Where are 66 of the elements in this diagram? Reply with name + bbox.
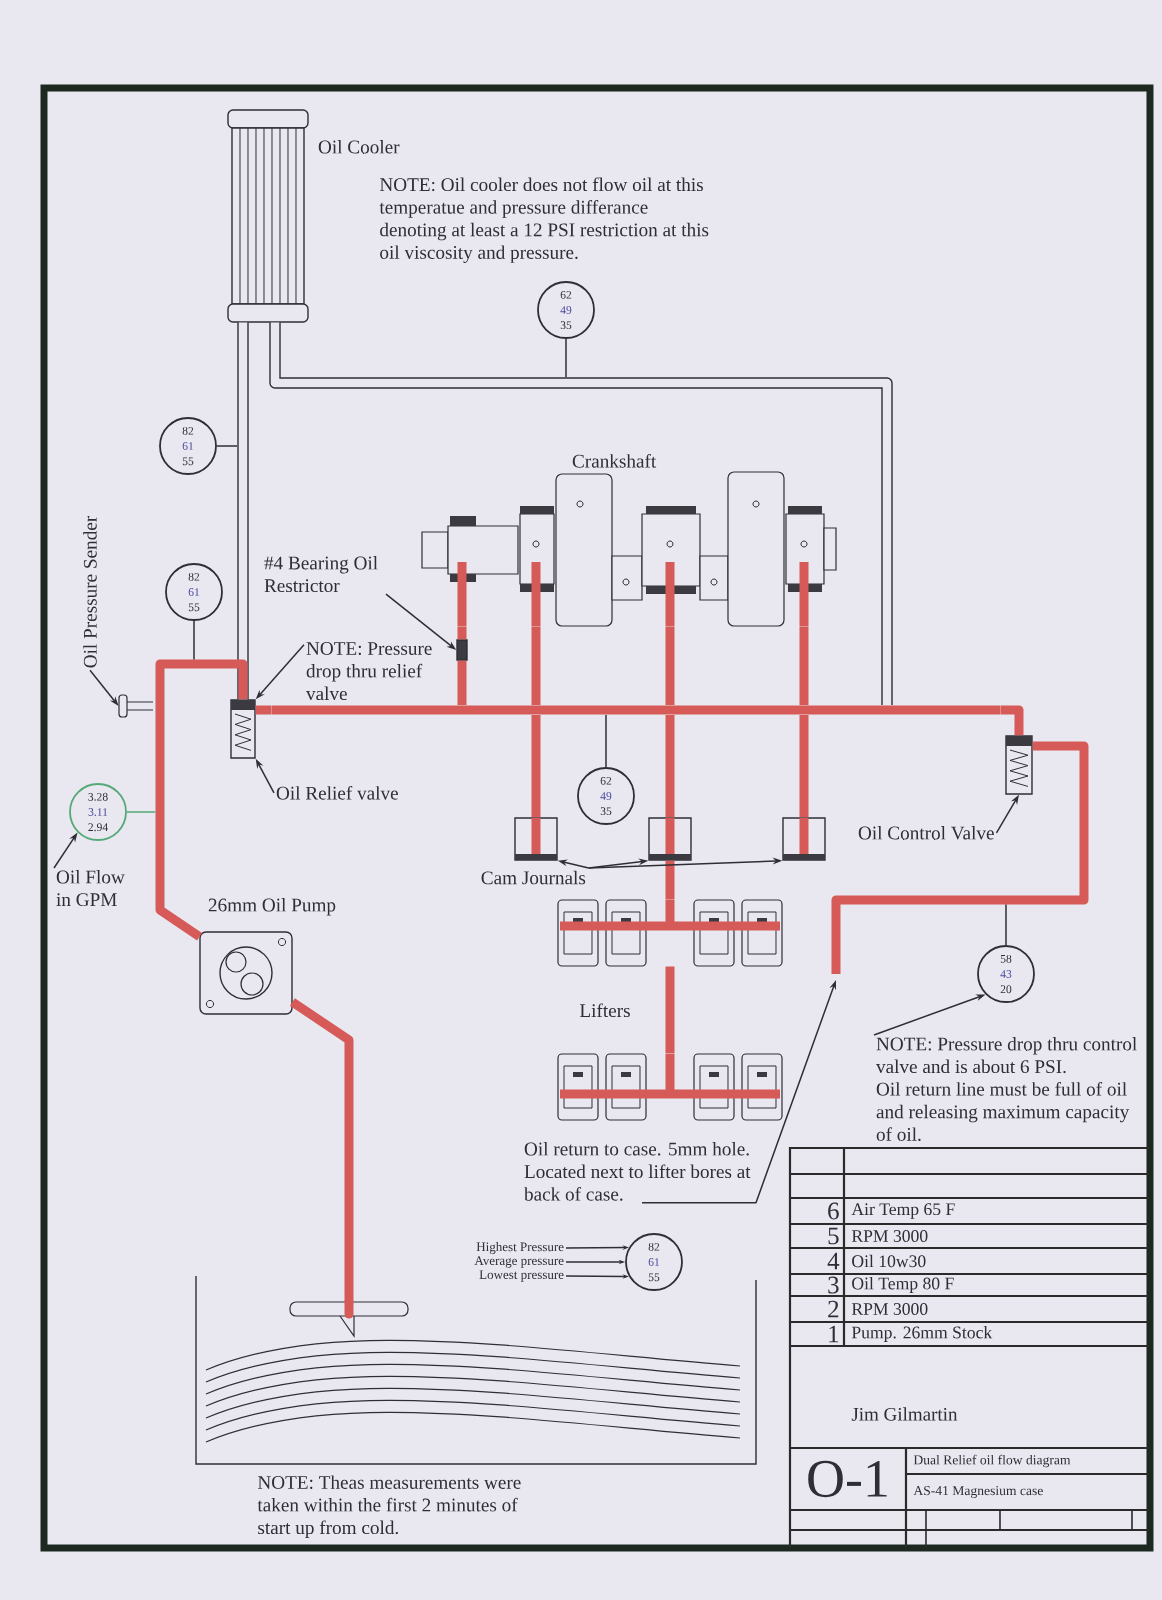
gauge-stem <box>1005 903 1007 946</box>
callout-text: Cam Journals <box>481 870 586 885</box>
gauge-stem <box>565 338 567 378</box>
control-valve <box>1005 735 1033 795</box>
relief-valve <box>230 699 256 759</box>
restrictor <box>456 639 468 661</box>
part-label: Oil Cooler <box>318 140 400 154</box>
lifter-row <box>555 895 785 967</box>
oil-line <box>155 659 248 941</box>
note-text: NOTE: Theas measurements were taken within the first 2 minutes of start up from cold. <box>257 1475 521 1538</box>
oil-cooler <box>227 109 309 323</box>
part-label: 26mm Oil Pump <box>208 898 336 916</box>
part-label: Crankshaft <box>572 454 657 468</box>
note-text: NOTE: Pressure drop thru relief valve <box>306 642 432 701</box>
part-label: Lifters <box>579 1003 630 1018</box>
oil-pump <box>199 931 293 1015</box>
gauge-stem <box>605 714 607 768</box>
row-number: 2 <box>828 1300 839 1318</box>
callout-text: #4 Bearing Oil Restrictor <box>264 556 378 593</box>
oil-line <box>665 966 675 1054</box>
oil-line <box>665 860 675 900</box>
row-number: 1 <box>829 1325 839 1343</box>
double-pipe <box>237 322 249 700</box>
spec-text: RPM 3000 <box>851 1303 928 1315</box>
row-number: 6 <box>828 1202 839 1220</box>
oil-pickup <box>289 1297 409 1338</box>
cam-journal <box>648 817 692 861</box>
row-number: 4 <box>827 1252 840 1270</box>
row-number: 5 <box>828 1227 839 1245</box>
note-text: NOTE: Oil cooler does not flow oil at this temperatue and pressure differance denoting at least a 12 PSI restriction at this oil viscosity and pressure. <box>379 177 709 263</box>
callout-text: Oil Control Valve <box>858 826 994 840</box>
oil-line <box>531 714 541 818</box>
double-pipe <box>269 322 893 706</box>
oil-line <box>665 714 675 818</box>
oil-line <box>799 626 809 706</box>
cam-journal <box>782 817 826 861</box>
oil-line <box>665 626 675 706</box>
oil-line <box>457 626 467 640</box>
spec-text: RPM 3000 <box>851 1230 928 1242</box>
callout-text: Oil Pressure Sender <box>83 515 97 668</box>
row-number: 3 <box>828 1276 839 1294</box>
oil-line <box>457 660 467 706</box>
oil-line <box>1000 705 1024 736</box>
oil-line <box>255 705 272 715</box>
spec-text: Air Temp 65 F <box>851 1203 955 1219</box>
pressure-sender <box>118 694 154 718</box>
callout-text: Oil Flow in GPM <box>56 870 125 907</box>
gauge-stem <box>126 811 157 813</box>
oil-line <box>831 741 1089 974</box>
lifter-row <box>555 1049 785 1121</box>
oil-line <box>531 626 541 706</box>
callout-text: Oil Relief valve <box>276 786 398 800</box>
drawing-number: O-1 <box>808 1460 887 1498</box>
cam-journal <box>514 817 558 861</box>
spec-text: Pump. 26mm Stock <box>851 1326 993 1342</box>
note-text: NOTE: Pressure drop thru control valve and is about 6 PSI. Oil return line must be full of oil and releasing maximum capacity of oil. <box>876 1037 1137 1141</box>
crankshaft <box>421 471 837 631</box>
gauge-stem <box>193 620 195 661</box>
gauge-stem <box>216 445 238 447</box>
oil-gallery <box>272 705 1000 715</box>
author-name: Jim Gilmartin <box>851 1407 958 1421</box>
spec-text: Oil 10w30 <box>852 1254 926 1268</box>
note-text: Oil return to case. 5mm hole. Located next to lifter bores at back of case. <box>524 1142 751 1201</box>
oil-line <box>799 714 809 818</box>
spec-text: Oil Temp 80 F <box>852 1277 954 1293</box>
oil-line <box>289 998 354 1302</box>
